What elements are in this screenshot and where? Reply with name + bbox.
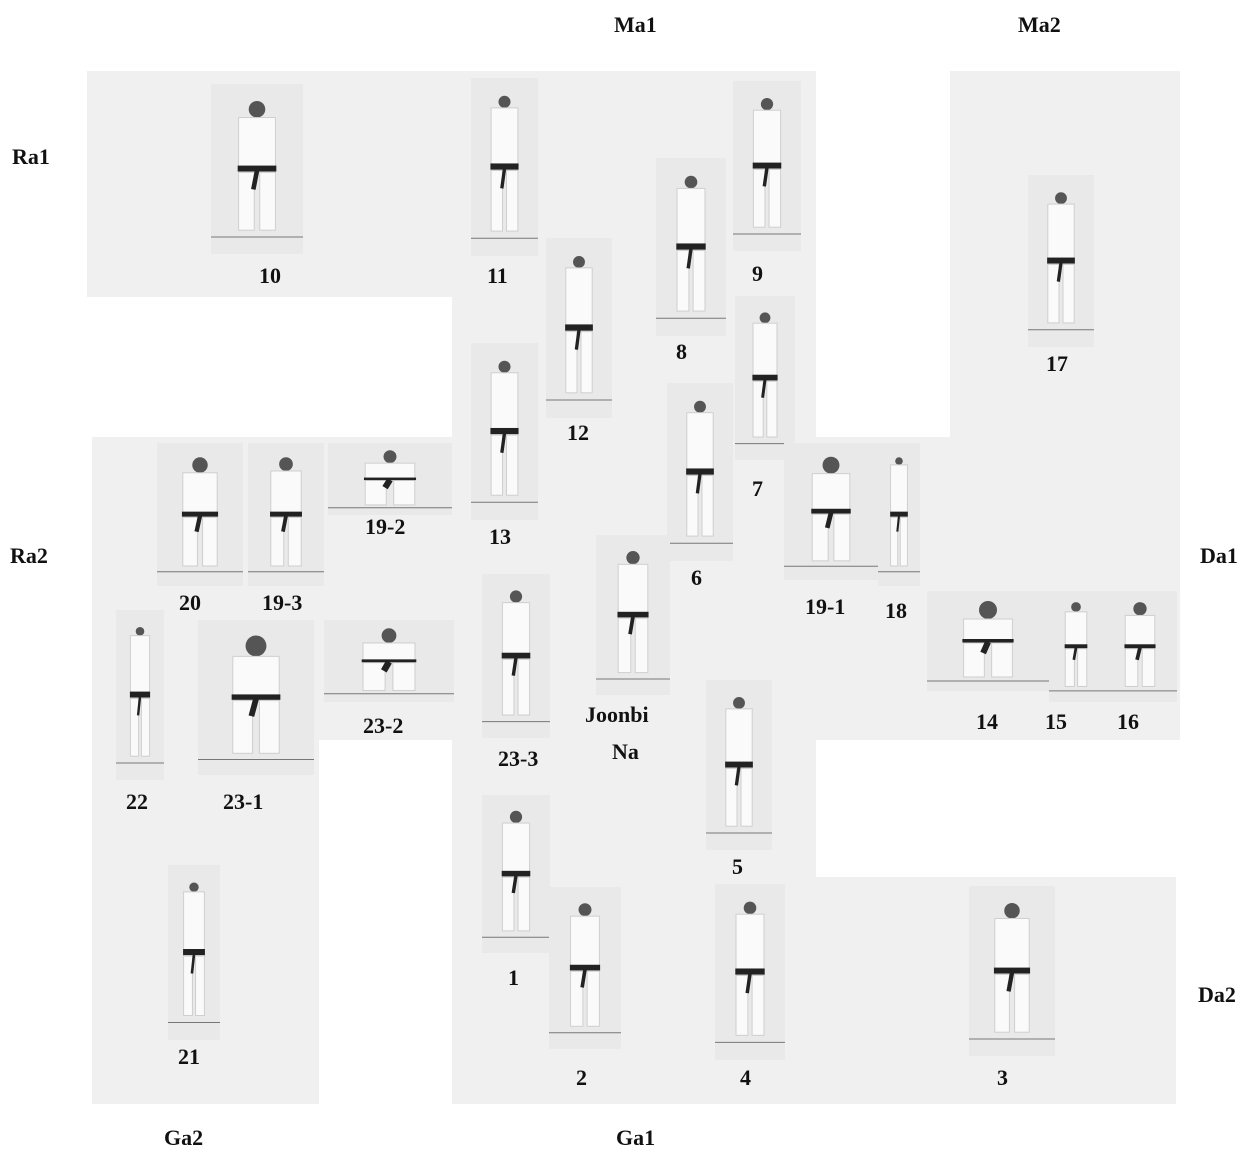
figure-silhouette (969, 886, 1055, 1056)
direction-label-ra1: Ra1 (12, 146, 50, 168)
figure-photo-19-1 (784, 443, 878, 580)
figure-silhouette (656, 158, 726, 336)
step-label-23-2: 23-2 (363, 715, 403, 737)
figure-silhouette (211, 84, 303, 254)
step-label-14: 14 (976, 711, 998, 733)
figure-silhouette (784, 443, 878, 580)
figure-photo-23-3 (482, 574, 550, 738)
figure-silhouette (1028, 175, 1094, 347)
step-label-17: 17 (1046, 353, 1068, 375)
step-label-20: 20 (179, 592, 201, 614)
step-label-23-1: 23-1 (223, 791, 263, 813)
direction-label-ra2: Ra2 (10, 545, 48, 567)
figure-photo-9 (733, 81, 801, 251)
step-label-9: 9 (752, 263, 763, 285)
figure-silhouette (927, 591, 1049, 691)
figure-photo-17 (1028, 175, 1094, 347)
step-label-12: 12 (567, 422, 589, 444)
figure-photo-20 (157, 443, 243, 586)
figure-photo-3 (969, 886, 1055, 1056)
figure-photo-5 (706, 680, 772, 850)
figure-silhouette (116, 610, 164, 780)
figure-photo-6 (667, 383, 733, 561)
figure-photo-4 (715, 884, 785, 1060)
figure-silhouette (248, 443, 324, 586)
step-label-19-1: 19-1 (805, 596, 845, 618)
figure-photo-19-2 (328, 443, 452, 515)
step-label-19-2: 19-2 (365, 516, 405, 538)
step-label-21: 21 (178, 1046, 200, 1068)
figure-photo-19-3 (248, 443, 324, 586)
start-label-line1: Joonbi (585, 704, 649, 726)
figure-photo-14 (927, 591, 1049, 691)
step-label-2: 2 (576, 1067, 587, 1089)
step-label-16: 16 (1117, 711, 1139, 733)
figure-photo-16 (1103, 591, 1177, 702)
step-label-3: 3 (997, 1067, 1008, 1089)
direction-label-ma2: Ma2 (1018, 14, 1061, 36)
figure-silhouette (878, 443, 920, 586)
step-label-7: 7 (752, 478, 763, 500)
figure-silhouette (328, 443, 452, 515)
figure-silhouette (198, 620, 314, 775)
figure-silhouette (735, 296, 795, 460)
figure-silhouette (324, 620, 454, 702)
figure-photo-1 (482, 795, 550, 953)
figure-silhouette (471, 78, 538, 256)
step-label-6: 6 (691, 567, 702, 589)
figure-silhouette (549, 887, 621, 1049)
step-label-15: 15 (1045, 711, 1067, 733)
direction-label-da1: Da1 (1200, 545, 1238, 567)
step-label-23-3: 23-3 (498, 748, 538, 770)
figure-silhouette (1049, 591, 1103, 702)
figure-photo-18 (878, 443, 920, 586)
start-label-line2: Na (612, 741, 639, 763)
figure-photo-7 (735, 296, 795, 460)
step-label-19-3: 19-3 (262, 592, 302, 614)
figure-silhouette (706, 680, 772, 850)
figure-photo-12 (546, 238, 612, 418)
figure-silhouette (596, 535, 670, 695)
figure-silhouette (471, 343, 538, 520)
direction-label-da2: Da2 (1198, 984, 1236, 1006)
figure-silhouette (482, 574, 550, 738)
figure-photo-10 (211, 84, 303, 254)
figure-photo-23-1 (198, 620, 314, 775)
step-label-4: 4 (740, 1067, 751, 1089)
step-label-8: 8 (676, 341, 687, 363)
figure-silhouette (546, 238, 612, 418)
figure-silhouette (157, 443, 243, 586)
figure-silhouette (667, 383, 733, 561)
figure-silhouette (715, 884, 785, 1060)
figure-silhouette (733, 81, 801, 251)
direction-label-ga1: Ga1 (616, 1127, 655, 1149)
figure-photo-2 (549, 887, 621, 1049)
figure-photo-8 (656, 158, 726, 336)
figure-photo-13 (471, 343, 538, 520)
step-label-18: 18 (885, 600, 907, 622)
figure-photo-11 (471, 78, 538, 256)
step-label-13: 13 (489, 526, 511, 548)
figure-silhouette (168, 865, 220, 1040)
step-label-5: 5 (732, 856, 743, 878)
step-label-10: 10 (259, 265, 281, 287)
direction-label-ga2: Ga2 (164, 1127, 203, 1149)
step-label-1: 1 (508, 967, 519, 989)
figure-photo-22 (116, 610, 164, 780)
figure-photo-15 (1049, 591, 1103, 702)
figure-photo-23-2 (324, 620, 454, 702)
figure-photo-joonbi (596, 535, 670, 695)
figure-silhouette (482, 795, 550, 953)
step-label-22: 22 (126, 791, 148, 813)
figure-photo-21 (168, 865, 220, 1040)
direction-label-ma1: Ma1 (614, 14, 657, 36)
step-label-11: 11 (487, 265, 508, 287)
figure-silhouette (1103, 591, 1177, 702)
